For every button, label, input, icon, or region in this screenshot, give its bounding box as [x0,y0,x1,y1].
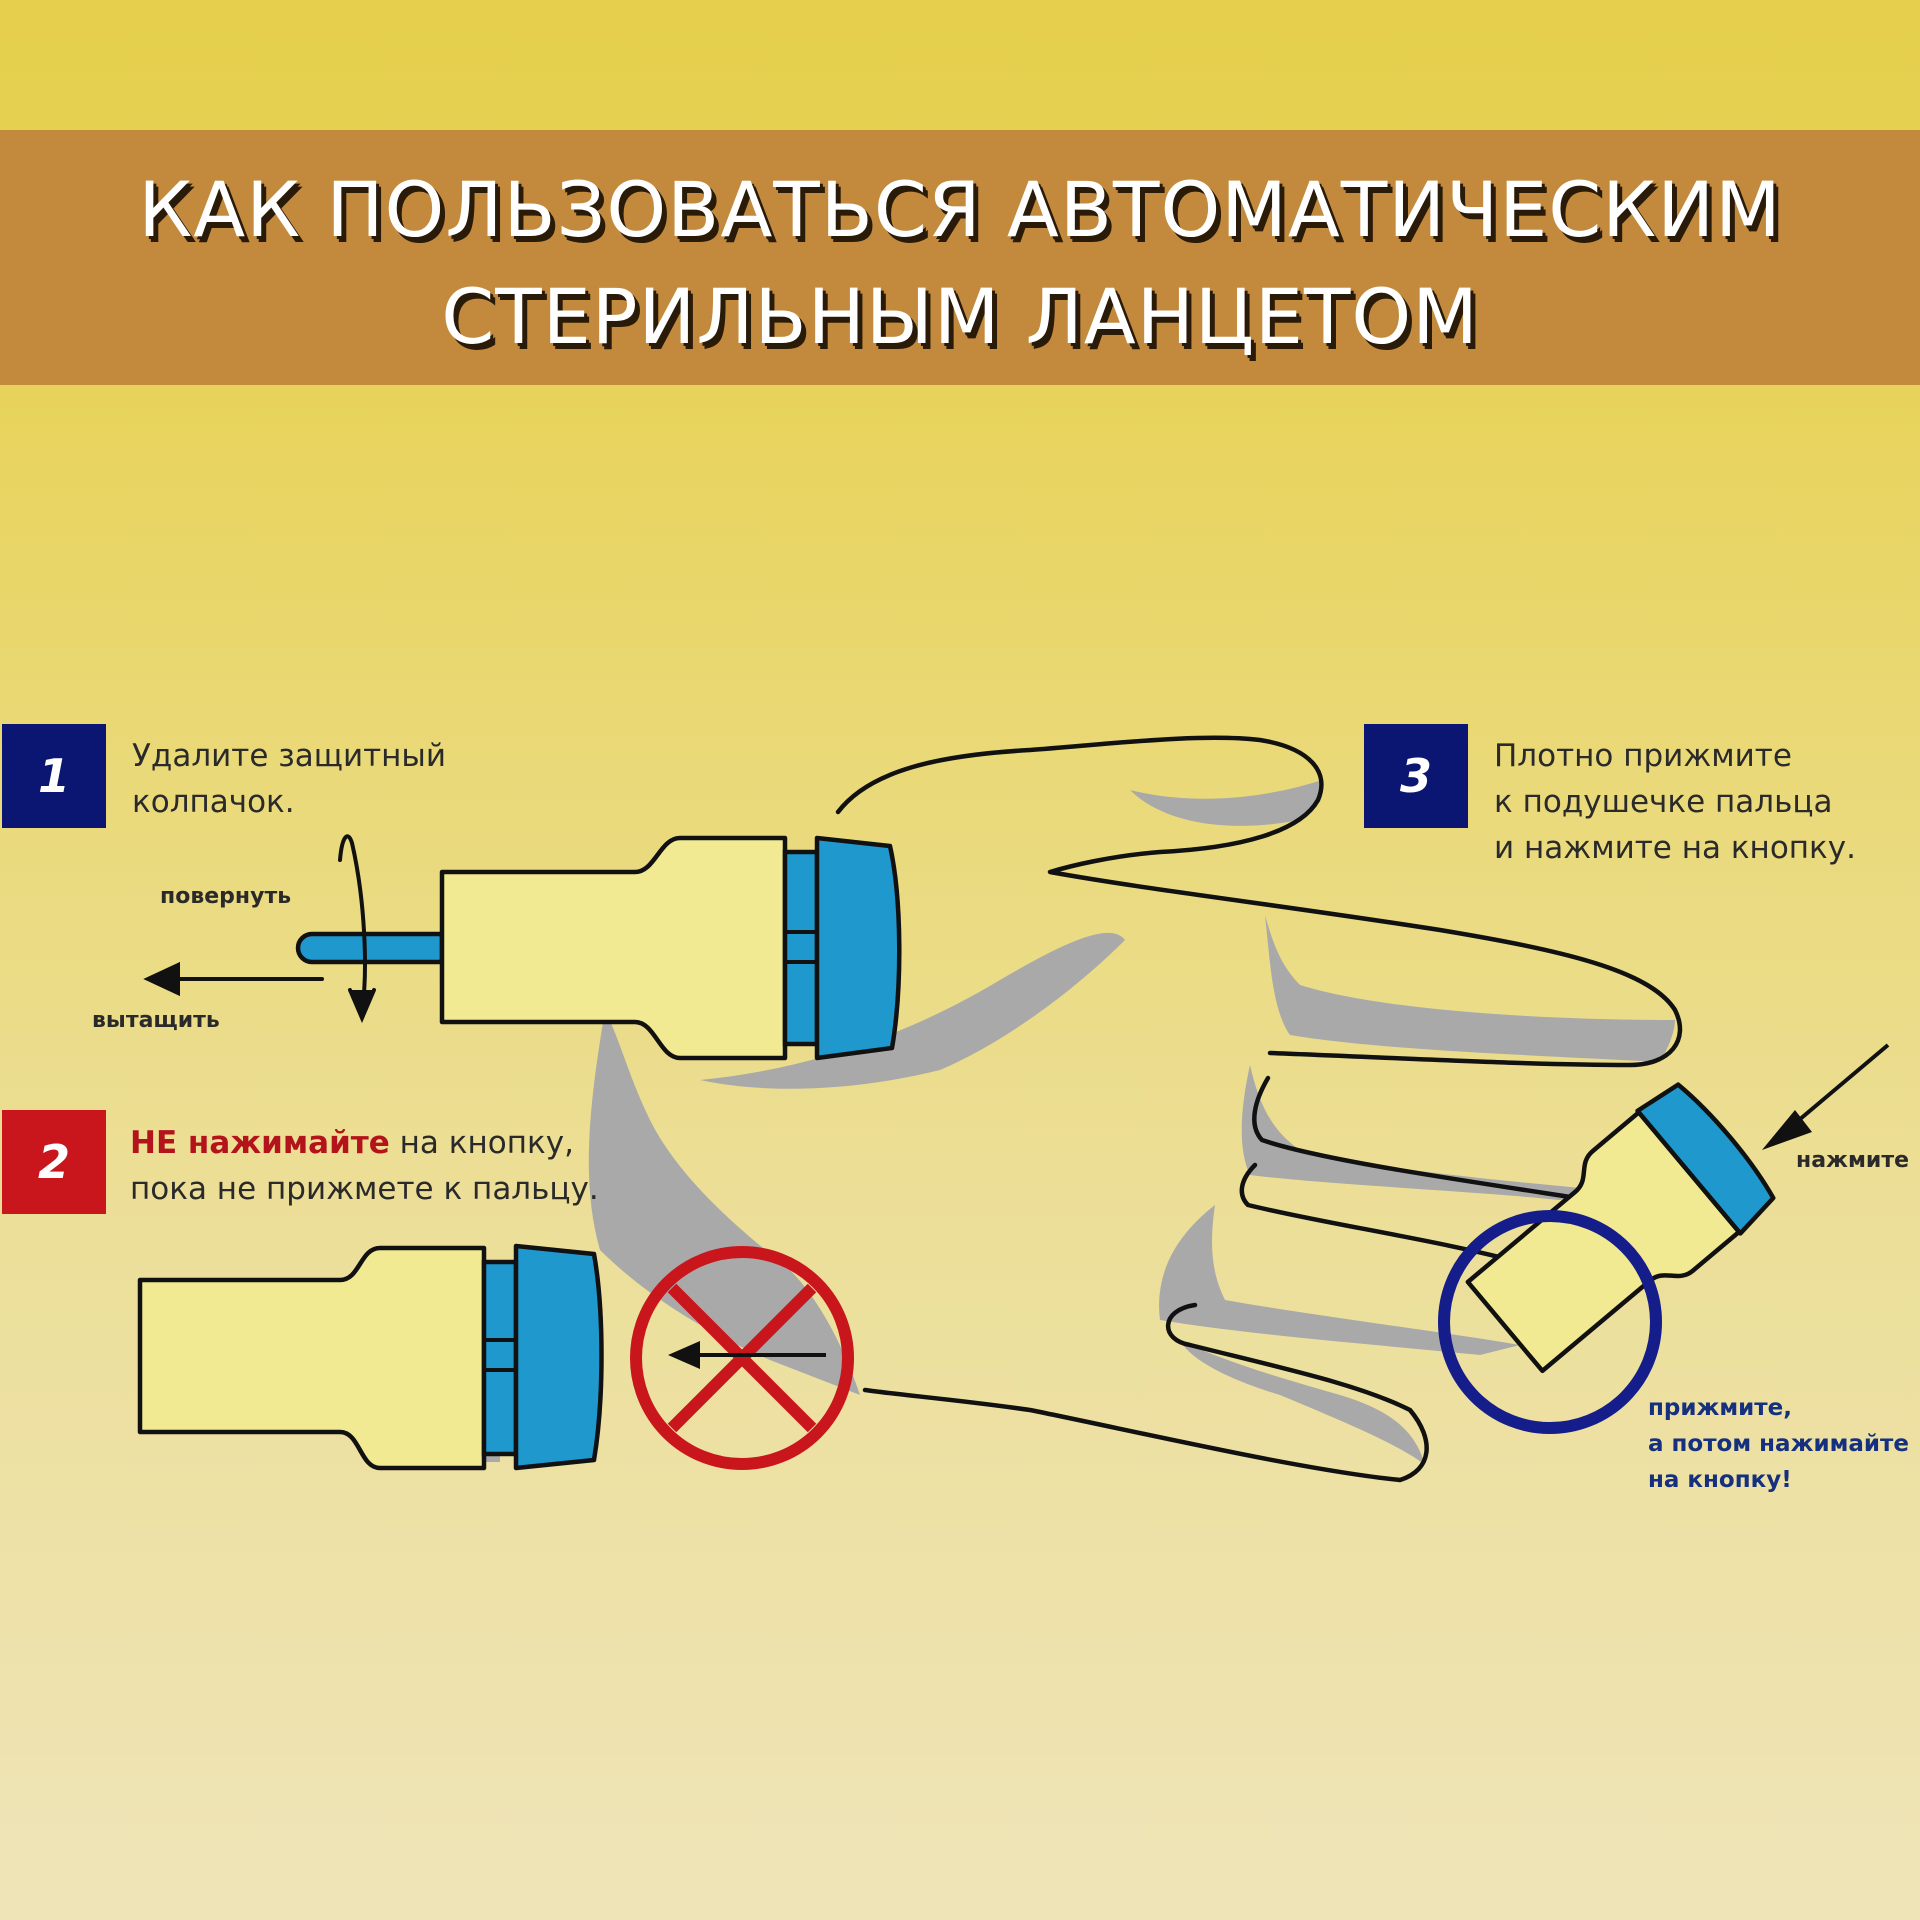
step-2-badge: 2 [2,1110,106,1214]
title-banner [0,130,1920,385]
step2-lancet [137,1243,604,1471]
step3-lancet [1465,1082,1776,1374]
step-1-badge: 1 [2,724,106,828]
step2-lancet-body [137,1245,487,1471]
hand-shadow-fingertip [1130,780,1323,826]
hand-outline-middle-finger [1252,1075,1593,1203]
hand-shadow-thumb [700,932,1125,1089]
hand-illustration [588,735,1683,1483]
rotate-label: повернуть [160,884,292,909]
step1-arrows [143,834,376,1024]
step-3-line-3: и нажмите на кнопку. [1494,830,1856,866]
step2-ring-band [481,1259,519,1457]
step1-lancet [295,835,902,1061]
step-3-instruction: Плотно прижмите к подушечке пальца и наж… [1494,733,1856,871]
prohibition-circle [630,1246,854,1470]
press-arrow-head [1762,1110,1812,1150]
rotate-arrow-head [348,988,376,1024]
press-arrow [1762,1043,1890,1150]
step-2-line-1-rest: на кнопку, [389,1125,574,1161]
step-3-badge: 3 [1364,724,1468,828]
step-1-line-1: Удалите защитный [132,738,447,774]
step-1-instruction: Удалите защитный колпачок. [132,733,446,825]
pull-label: вытащить [92,1008,220,1033]
hand-outline-little-finger [862,1302,1429,1483]
step3-button-cap [1635,1082,1776,1236]
press-highlight-circle [1438,1210,1662,1434]
hand-shadow-index [1265,915,1675,1062]
step-2-warning: НЕ нажимайте [130,1125,390,1161]
press-note-line-1: прижмите, [1648,1395,1792,1421]
step1-ring-band [782,849,820,1047]
step-1-line-2: колпачок. [132,784,295,820]
press-note-line-2: а потом нажимайте [1648,1431,1909,1457]
press-label: нажмите [1796,1148,1910,1173]
step-2-line-1: НЕ нажимайте на кнопку, [130,1120,599,1166]
step1-lancet-body [439,835,788,1061]
prohibition-arrow-head [668,1341,700,1369]
rotate-arrow [338,834,367,1014]
step2-button-cap [513,1243,604,1471]
hand-shadow-middle [1241,1065,1600,1200]
step-3-line-2: к подушечке пальца [1494,784,1833,820]
press-note-line-3: на кнопку! [1648,1467,1792,1493]
step1-button-cap [814,835,902,1061]
step-3-line-1: Плотно прижмите [1494,738,1792,774]
pull-arrow-head [143,961,180,997]
hand-outline-top [835,735,1683,1068]
prohibition-cross-2 [667,1283,817,1433]
prohibition-sign [630,1246,854,1470]
page-title-line-1: КАК ПОЛЬЗОВАТЬСЯ АВТОМАТИЧЕСКИМ [138,165,1782,254]
hand-shadow-palm [588,1010,860,1395]
step1-needle-cap [295,931,445,965]
step-2-instruction: НЕ нажимайте на кнопку, пока не прижмете… [130,1120,599,1212]
page-title-line-2: СТЕРИЛЬНЫМ ЛАНЦЕТОМ [441,272,1479,361]
step-2-line-2: пока не прижмете к пальцу. [130,1171,599,1207]
hand-shadow-ring [1159,1205,1520,1355]
press-note: прижмите, а потом нажимайте на кнопку! [1648,1390,1909,1498]
hand-shadow-little [1180,1340,1425,1465]
